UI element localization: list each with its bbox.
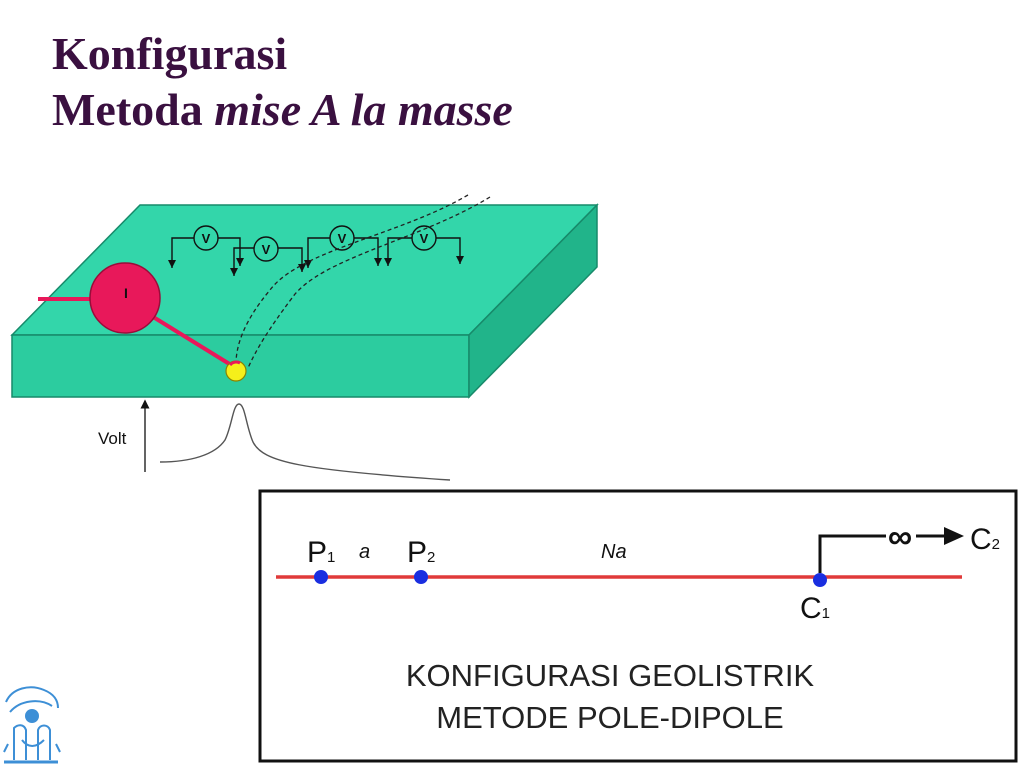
title-line-1: Konfigurasi xyxy=(52,28,288,79)
electrode-p1 xyxy=(314,570,328,584)
label-c1: C1 xyxy=(800,592,830,625)
current-source-label: I xyxy=(124,285,128,301)
label-p2-main: P xyxy=(407,536,427,569)
title-line-2-normal: Metoda xyxy=(52,84,215,135)
label-c1-main: C xyxy=(800,592,822,625)
pole-dipole-frame xyxy=(258,489,1018,763)
label-p1: P1 xyxy=(307,536,335,569)
infinity-symbol: ∞ xyxy=(888,518,912,556)
voltage-profile-curve xyxy=(159,403,451,481)
voltmeter-3 xyxy=(304,225,382,268)
voltmeter-label-1: V xyxy=(202,231,211,246)
infinity-arrow-head xyxy=(944,527,964,545)
pole-dipole-panel: ∞ P1 a P2 Na C1 C2 KONFIGURASI GEOLISTRI… xyxy=(258,489,1018,763)
volt-axis-label: Volt xyxy=(98,429,127,448)
electrode-p2 xyxy=(414,570,428,584)
buried-electrode-mark xyxy=(228,360,241,367)
label-c2-main: C xyxy=(970,523,992,556)
dashed-cable-2 xyxy=(247,196,491,369)
mise-a-la-masse-block-diagram: V V V V I Volt xyxy=(10,194,599,481)
label-c1-sub: 1 xyxy=(822,605,830,622)
slide-title: Konfigurasi Metoda mise A la masse xyxy=(52,26,513,138)
label-p2: P2 xyxy=(407,536,435,569)
label-c2-sub: 2 xyxy=(992,536,1000,553)
electrode-c1 xyxy=(813,573,827,587)
label-spacing-a: a xyxy=(359,541,370,563)
voltmeter-array xyxy=(168,225,464,276)
label-c2: C2 xyxy=(970,523,1000,556)
voltmeter-label-4: V xyxy=(420,231,429,246)
voltmeter-label-2: V xyxy=(262,242,271,257)
voltmeter-2 xyxy=(230,236,306,276)
voltmeter-1 xyxy=(168,225,244,268)
caption-line-2: METODE POLE-DIPOLE xyxy=(436,700,783,735)
label-p2-sub: 2 xyxy=(427,549,435,566)
block-right-face xyxy=(468,203,598,399)
institution-logo-icon xyxy=(3,686,61,764)
label-p1-sub: 1 xyxy=(327,549,335,566)
c1-to-infinity-lead xyxy=(818,534,886,573)
label-p1-main: P xyxy=(307,536,327,569)
current-source xyxy=(89,262,161,334)
caption-line-1: KONFIGURASI GEOLISTRIK xyxy=(406,658,815,693)
label-spacing-na: Na xyxy=(601,541,627,563)
voltmeter-label-3: V xyxy=(338,231,347,246)
source-wire-to-electrode xyxy=(148,313,238,370)
title-line-2-italic: mise A la masse xyxy=(214,84,513,135)
